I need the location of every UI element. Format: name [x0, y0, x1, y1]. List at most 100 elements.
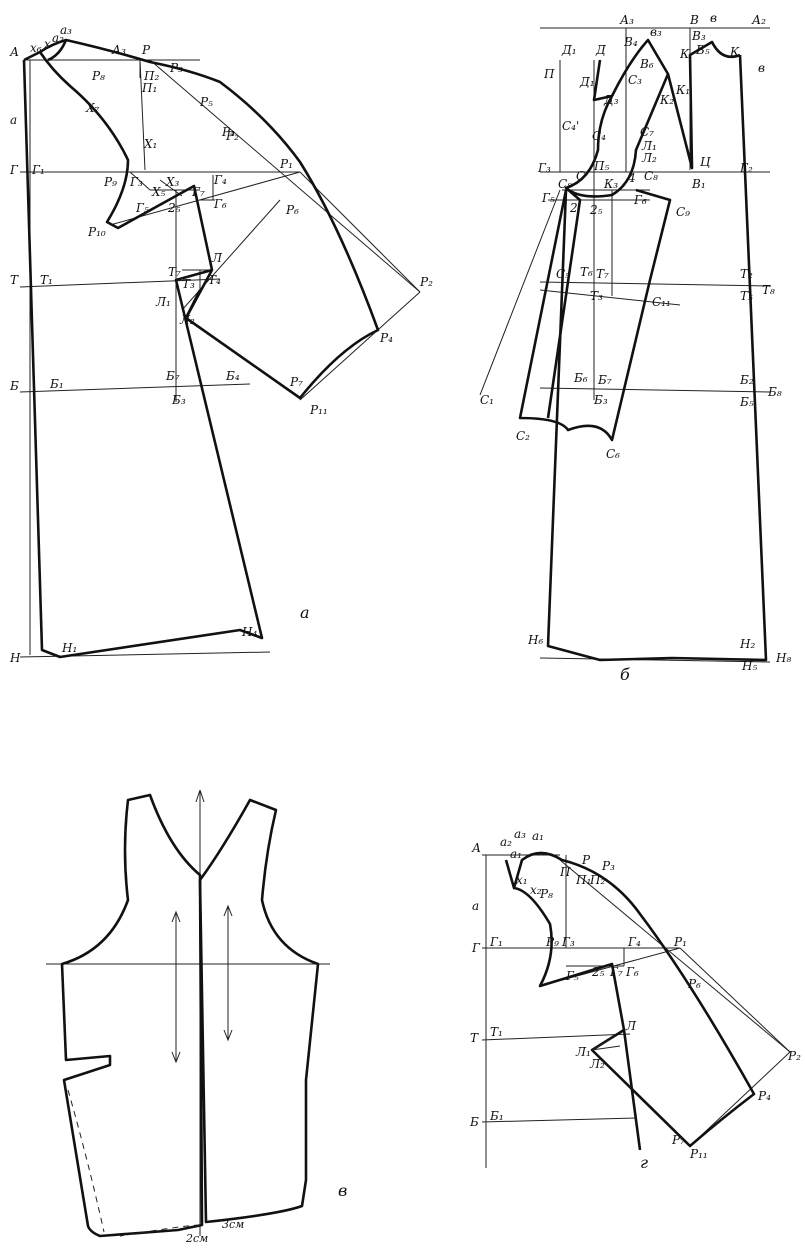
label-P1: П₁: [141, 81, 157, 95]
label-G3: Г₃: [129, 175, 143, 189]
panel-d-point-labels: а₃ а₂ а₁ А а₁ Р Р₃ П П₁ П₂ х₁ х₂ Р₈ а Г …: [469, 827, 801, 1161]
label-b-G2: Г₂: [739, 161, 753, 175]
label-R3: Р₃: [169, 61, 183, 75]
label-d-R6: Р₆: [687, 977, 701, 991]
label-b-v3: в₃: [650, 25, 662, 39]
label-25: 2₅: [167, 201, 181, 215]
label-b-B7: Б₇: [597, 373, 612, 387]
label-b-C1: С₁: [480, 393, 494, 407]
label-a3: а₃: [60, 23, 72, 37]
label-b-C8-left: С₈: [558, 177, 572, 191]
label-d-a3: а₃: [514, 827, 526, 841]
label-b-B3-hem: Б₃: [593, 393, 608, 407]
label-b-4: 4: [627, 171, 636, 185]
label-b-C2: С₂: [516, 429, 530, 443]
label-B3: Б₃: [171, 393, 186, 407]
label-b-A2: А₂: [751, 13, 766, 27]
panel-a-construction-lines: [19, 59, 421, 658]
label-b-G5: Г₅: [541, 191, 555, 205]
label-b-C3: С₃: [628, 73, 642, 87]
label-H1: Н₁: [61, 641, 77, 655]
label-R4-top: Р₄: [221, 125, 235, 139]
panel-b-point-labels: А₃ В в А₂ В₄ в₃ В₃ Д₁ Д В₅ К П В₆ К в С₃…: [480, 11, 791, 673]
label-b-D3: Д₃: [603, 93, 619, 107]
label-R11: Р₁₁: [309, 403, 328, 417]
label-b-H2: Н₂: [739, 637, 755, 651]
label-b-B1: В₁: [691, 177, 706, 191]
label-d-G1: Г₁: [489, 935, 503, 949]
label-d-a: а: [472, 899, 479, 913]
panel-d-pattern-outline: [504, 851, 756, 1151]
label-d-Pi: П: [559, 865, 571, 879]
label-b-T3: Т₃: [590, 289, 603, 303]
label-b-B8: Б₈: [767, 385, 782, 399]
label-b-C7: С₇: [640, 125, 654, 139]
label-d-G7: Г₇: [609, 965, 623, 979]
label-a: а: [10, 113, 17, 127]
label-R4: Р₄: [379, 331, 393, 345]
label-d-G5: Г₅: [565, 969, 579, 983]
label-b-B5-hem: Б₅: [739, 395, 754, 409]
label-R1: Р₁: [279, 157, 293, 171]
label-b-H5: Н₅: [741, 659, 757, 673]
label-R5: Р₅: [199, 95, 213, 109]
label-R10: Р₁₀: [87, 225, 106, 239]
label-b-G6: Г₆: [633, 193, 647, 207]
label-H: Н: [9, 651, 21, 665]
label-T3: Т₃: [182, 277, 195, 291]
label-X3: Х₃: [165, 175, 180, 189]
label-b-P: П: [543, 67, 555, 81]
label-d-A: А: [471, 841, 481, 855]
label-d-x2: х₂: [530, 883, 542, 897]
label-d-R9: Р₉: [545, 935, 559, 949]
label-d-R11: Р₁₁: [689, 1147, 708, 1161]
label-d-x1: х₁: [516, 873, 528, 887]
panel-a-pattern-outline: [22, 38, 380, 659]
label-b-H6: Н₆: [527, 633, 543, 647]
label-b-B4: В₄: [623, 35, 638, 49]
label-d-a1: а₁: [510, 847, 522, 861]
label-T1: Т₁: [40, 273, 53, 287]
label-b-Ts: Ц: [700, 155, 711, 169]
label-G1: Г₁: [31, 163, 45, 177]
panel-a-point-labels: а₃ А х₆ х а₂ А₃ Р П₂ П₁ Р₃ Р₅ Р₈ Р₂ Х₇ а…: [9, 23, 433, 665]
label-b-25: 2₅: [589, 203, 603, 217]
panel-c-caption: в: [338, 1181, 347, 1200]
label-L1: Л₁: [155, 295, 171, 309]
label-b-C5: С₅: [556, 267, 570, 281]
label-b-B5: В₅: [695, 43, 710, 57]
label-b-T8: Т₈: [762, 283, 775, 297]
label-d-R1: Р₁: [673, 935, 687, 949]
label-d-a1-b: а₁: [532, 829, 544, 843]
panel-a-drawing: а₃ А х₆ х а₂ А₃ Р П₂ П₁ Р₃ Р₅ Р₈ Р₂ Х₇ а…: [9, 23, 433, 665]
label-T4: Т₄: [208, 273, 221, 287]
label-L2: Л₂: [179, 313, 195, 327]
label-d-Pi1: П₁: [575, 873, 591, 887]
label-d-P: Р: [581, 853, 591, 867]
label-b-G3: Г₃: [537, 161, 551, 175]
label-d-P3: Р₃: [601, 859, 615, 873]
label-d-T: Т: [470, 1031, 479, 1045]
label-L: Л: [211, 251, 223, 265]
label-b-L2: Л₂: [641, 151, 657, 165]
label-R9: Р₉: [103, 175, 117, 189]
label-b-v: в: [710, 11, 717, 25]
label-H4: Н₄: [241, 625, 257, 639]
label-d-R7: Р₇: [671, 1133, 685, 1147]
panel-d-drawing: а₃ а₂ а₁ А а₁ Р Р₃ П П₁ П₂ х₁ х₂ Р₈ а Г …: [469, 827, 801, 1172]
label-d-a2: а₂: [500, 835, 512, 849]
label-b-P5: П₅: [593, 159, 609, 173]
label-x6: х₆: [30, 41, 42, 55]
label-b-C9: С₉: [676, 205, 690, 219]
panel-d-caption: г: [640, 1153, 648, 1172]
label-x: х: [44, 37, 51, 51]
label-d-L1: Л₁: [575, 1045, 591, 1059]
label-b-D: Д: [595, 43, 606, 57]
panel-c-note-3cm: 3см: [222, 1218, 244, 1231]
label-X5: Х₅: [151, 185, 166, 199]
panel-c-outline: [60, 793, 204, 1238]
label-X7: Х₇: [85, 101, 100, 115]
label-d-25: 2₅: [591, 965, 605, 979]
label-d-L: Л: [625, 1019, 637, 1033]
